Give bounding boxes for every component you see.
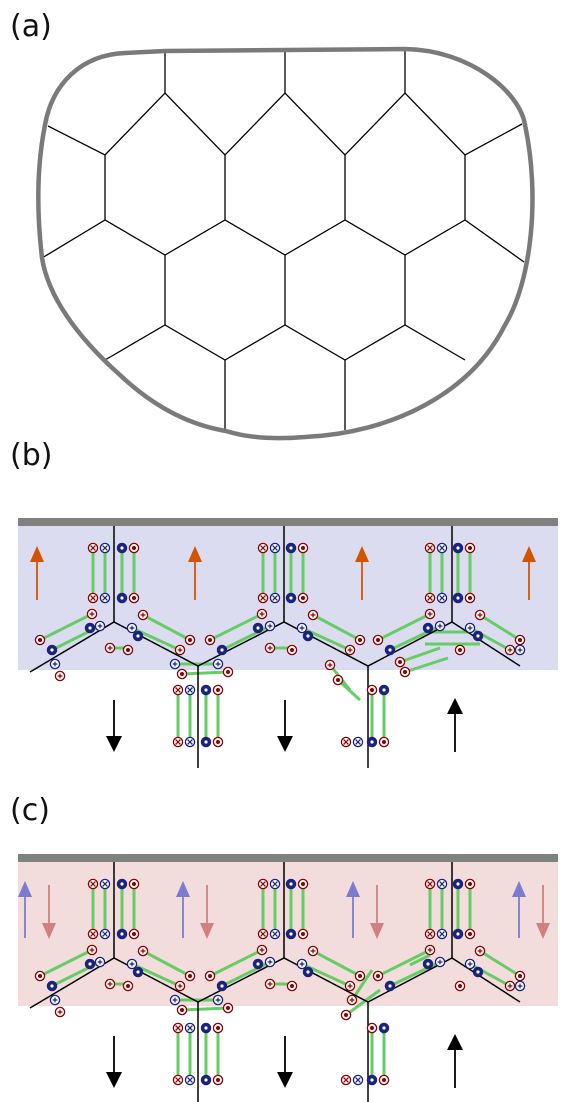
panel-c-black-arrows	[106, 1034, 463, 1088]
panel-c-edges	[29, 862, 521, 1102]
panel-a-outline	[36, 46, 535, 441]
panel-label-c: (c)	[10, 793, 50, 828]
panel-a-hexagons	[41, 51, 525, 430]
panel-c-spin-arrows	[18, 881, 550, 939]
panel-b-bonds	[39, 548, 521, 742]
panel-c	[18, 854, 558, 1102]
panel-b	[18, 518, 558, 768]
panel-b-up-arrows	[30, 546, 536, 600]
panel-c-top-bar	[18, 854, 558, 862]
panel-b-black-arrows	[106, 698, 463, 752]
panel-label-b: (b)	[10, 438, 52, 473]
panel-b-top-bar	[18, 518, 558, 526]
panel-label-a: (a)	[10, 9, 52, 44]
panel-b-edges	[29, 526, 521, 768]
